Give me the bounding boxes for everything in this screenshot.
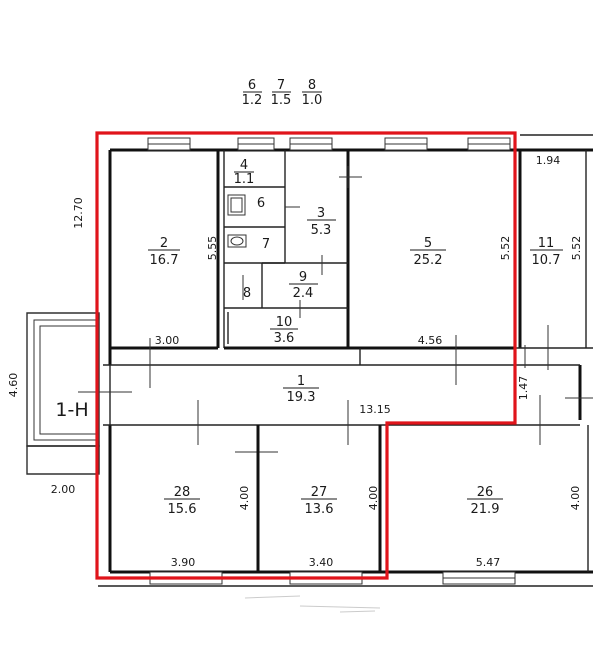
room-8-number: 8 <box>243 286 251 301</box>
interior-walls-lower <box>256 425 589 572</box>
windows-top <box>147 134 593 151</box>
room-9-area: 2.4 <box>293 286 314 301</box>
room-11-area: 10.7 <box>532 253 561 268</box>
legend-area-8: 1.0 <box>302 93 323 108</box>
room-26-area: 21.9 <box>471 502 500 517</box>
room-5-number: 5 <box>424 236 432 251</box>
room-10-area: 3.6 <box>274 331 295 346</box>
room-4-area: 1.1 <box>234 172 255 187</box>
dim-r2-width: 3.00 <box>155 334 180 347</box>
dim-r27-height: 4.00 <box>367 486 380 511</box>
room-1-number: 1 <box>297 374 305 389</box>
dim-r28-height: 4.00 <box>238 486 251 511</box>
room-3-area: 5.3 <box>311 223 332 238</box>
room-26-number: 26 <box>477 485 494 500</box>
entrance-label: 1-Н <box>55 399 88 421</box>
dim-r28-width: 3.90 <box>171 556 196 569</box>
highlight-outline <box>95 131 517 580</box>
legend-area-6: 1.2 <box>242 93 263 108</box>
room-2-area: 16.7 <box>150 253 179 268</box>
room-7-number: 7 <box>262 237 270 252</box>
legend-num-6: 6 <box>248 78 256 93</box>
legend-area-7: 1.5 <box>271 93 292 108</box>
dim-corridor-length: 13.15 <box>359 403 391 416</box>
room-2-number: 2 <box>160 236 168 251</box>
room-27-number: 27 <box>311 485 328 500</box>
dim-total-height: 12.70 <box>72 197 85 229</box>
legend: 6 1.2 7 1.5 8 1.0 <box>242 78 323 108</box>
room-10-number: 10 <box>276 315 293 330</box>
dim-r26-width: 5.47 <box>476 556 501 569</box>
dim-left-wing-height: 4.60 <box>7 373 20 398</box>
dim-r27-width: 3.40 <box>309 556 334 569</box>
dim-left-wing-width: 2.00 <box>51 483 76 496</box>
room-5-area: 25.2 <box>414 253 443 268</box>
room-4-number: 4 <box>240 158 248 173</box>
dimension-labels: 12.70 4.60 2.00 5.55 3.00 5.52 4.56 1.94… <box>7 154 583 569</box>
room-28-area: 15.6 <box>168 502 197 517</box>
left-wing <box>26 312 100 475</box>
room-1-area: 19.3 <box>287 390 316 405</box>
dim-r26-height: 4.00 <box>569 486 582 511</box>
dim-r11-height: 5.52 <box>570 236 583 261</box>
legend-num-8: 8 <box>308 78 316 93</box>
interior-walls-upper <box>110 150 593 350</box>
room-6-number: 6 <box>257 196 265 211</box>
dim-r5-width: 4.56 <box>418 334 443 347</box>
dim-r5-height: 5.52 <box>499 236 512 261</box>
room-labels: 2 16.7 4 1.1 6 7 8 3 5.3 9 2.4 10 3.6 5 … <box>148 158 563 517</box>
dim-corridor-width: 1.47 <box>517 376 530 401</box>
room-9-number: 9 <box>299 270 307 285</box>
room-27-area: 13.6 <box>305 502 334 517</box>
room-11-number: 11 <box>538 236 555 251</box>
room-3-number: 3 <box>317 206 325 221</box>
faint-marks <box>244 595 381 613</box>
legend-num-7: 7 <box>277 78 285 93</box>
dim-r2-height: 5.55 <box>206 236 219 261</box>
corridor-markers <box>78 325 593 453</box>
dim-r11-width: 1.94 <box>536 154 561 167</box>
room-28-number: 28 <box>174 485 191 500</box>
